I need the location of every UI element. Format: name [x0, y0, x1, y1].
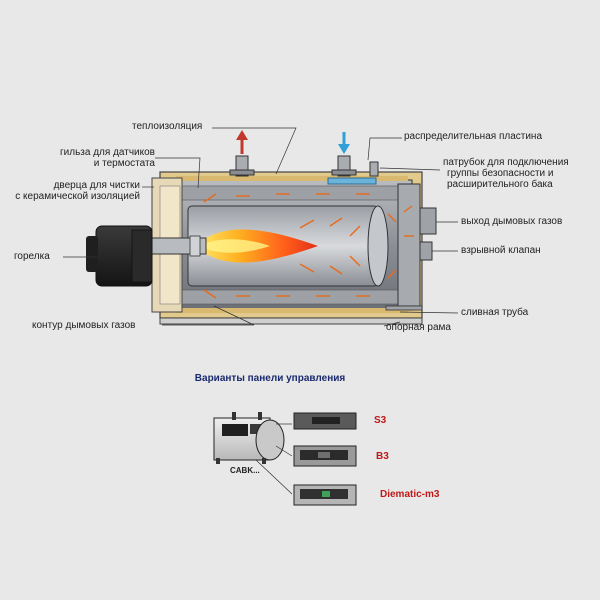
cabinet-label: CABK...	[230, 466, 260, 475]
label-safety-pipe-2: группы безопасности и	[447, 168, 554, 179]
panel-section-title: Варианты панели управления	[194, 373, 346, 384]
smoke-tubes-top	[181, 185, 405, 201]
flue-outlet	[419, 207, 437, 235]
label-distribution-plate: распределительная пластина	[404, 131, 543, 142]
control-panel-variants	[213, 412, 357, 506]
variant-s3: S3	[374, 415, 387, 426]
label-safety-pipe-1: патрубок для подключения	[443, 157, 569, 168]
explosion-valve	[419, 241, 433, 261]
insulation-strip-bottom	[176, 308, 408, 313]
label-burner: горелка	[14, 251, 50, 262]
drain-pipe	[385, 305, 423, 311]
label-door-2: с керамической изоляцией	[15, 191, 140, 202]
panel-diematic	[293, 484, 357, 506]
label-explosion-valve: взрывной клапан	[461, 245, 541, 256]
label-door-1: дверца для чистки	[53, 180, 140, 191]
variant-b3: B3	[376, 451, 389, 462]
label-insulation: теплоизоляция	[132, 121, 203, 132]
label-safety-pipe-3: расширительного бака	[447, 179, 553, 190]
label-sensor-sleeve-2: и термостата	[93, 158, 155, 169]
burner-assembly	[86, 225, 207, 287]
panel-s3	[293, 412, 357, 430]
support-frame	[159, 317, 423, 325]
insulation-strip-top	[176, 176, 408, 181]
furnace-end	[367, 205, 389, 287]
flue-gas-arrows	[203, 193, 414, 299]
rear-chamber	[397, 183, 421, 307]
label-support-frame: опорная рама	[386, 322, 451, 333]
cabinet-unit	[213, 412, 285, 464]
distribution-plate	[327, 177, 377, 185]
variant-diematic: Diematic-m3	[380, 489, 440, 500]
label-flue-outlet: выход дымовых газов	[461, 216, 563, 227]
variant-connectors	[255, 423, 293, 495]
label-drain-pipe: сливная труба	[461, 307, 529, 318]
flame-core	[198, 239, 270, 253]
label-sensor-sleeve-1: гильза для датчиков	[60, 147, 155, 158]
top-pipes	[229, 155, 379, 185]
safety-pipe	[369, 161, 379, 177]
leader-lines	[63, 127, 459, 327]
panel-b3	[293, 445, 357, 467]
label-flue-circuit: контур дымовых газов	[32, 320, 136, 331]
